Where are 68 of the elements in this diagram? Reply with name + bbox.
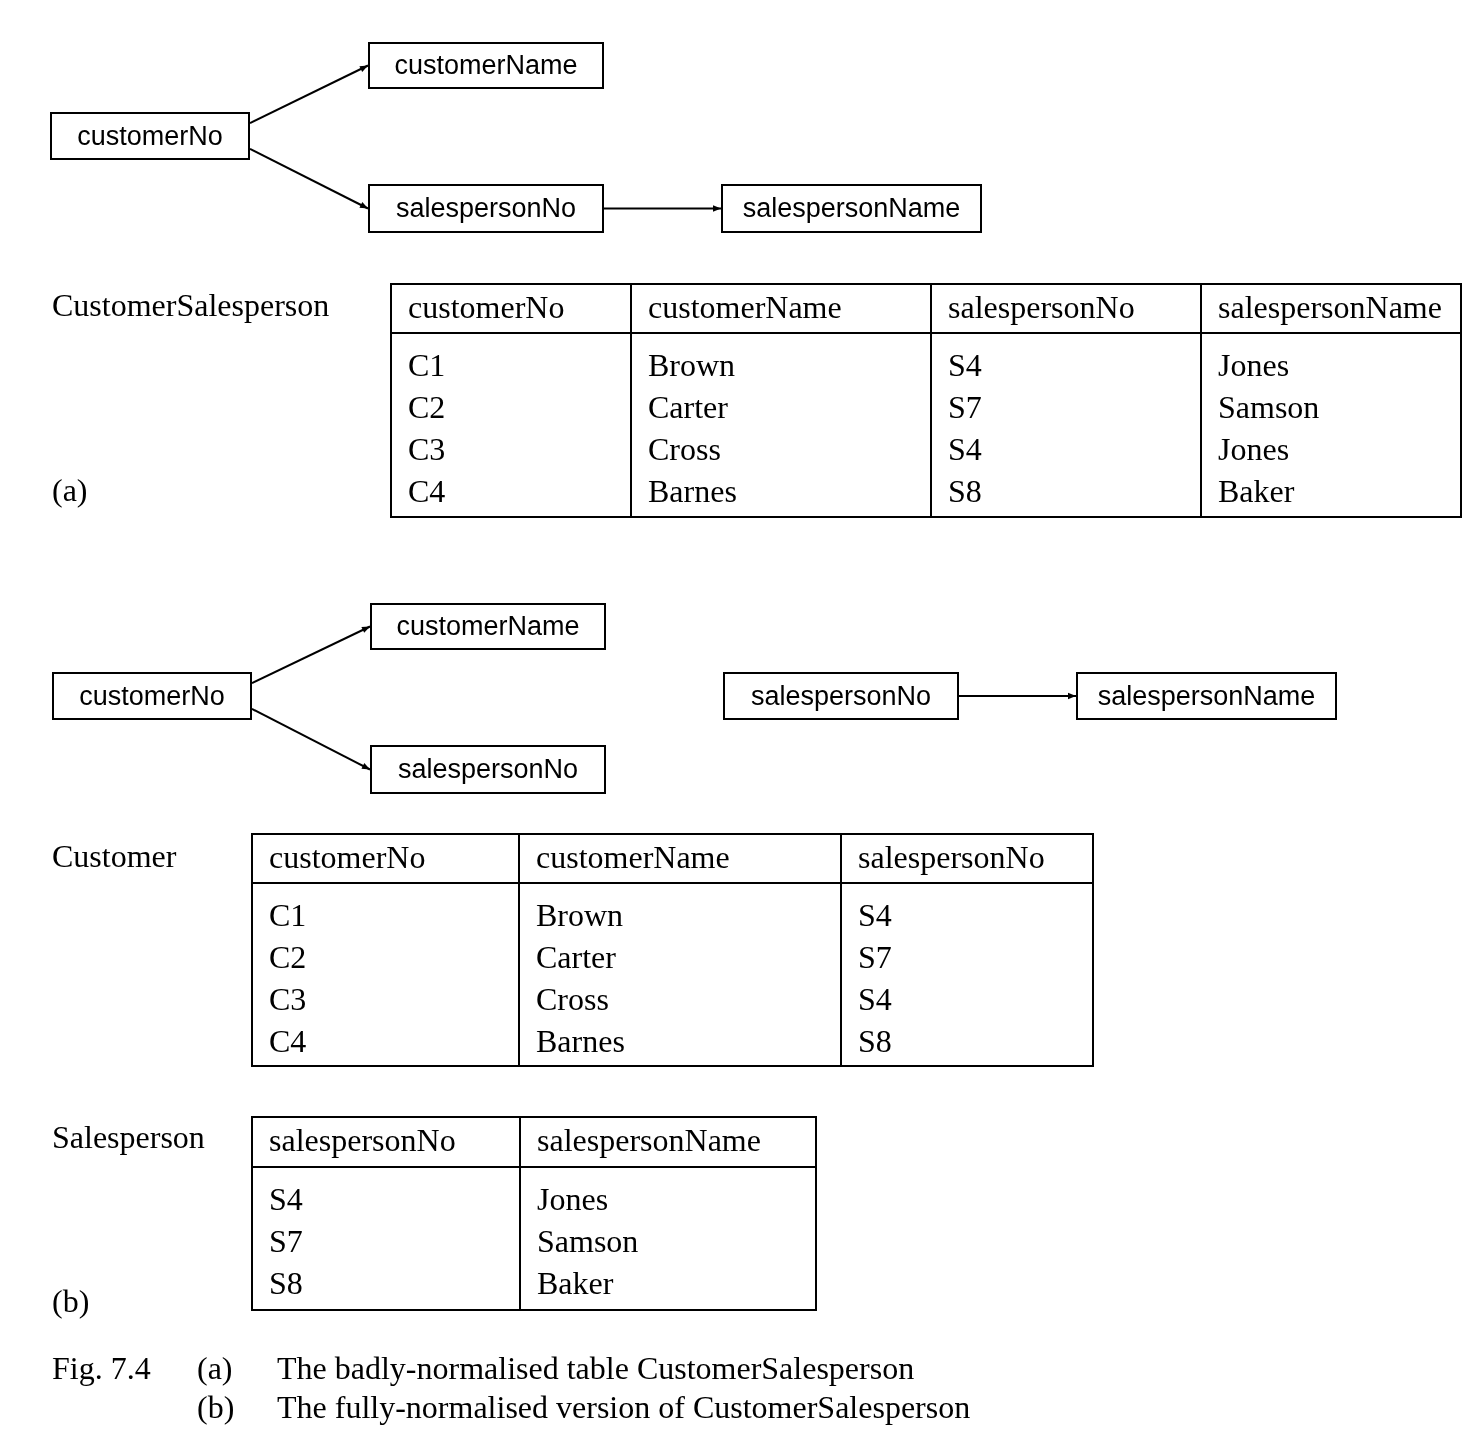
cell-text: Barnes xyxy=(648,472,737,511)
cell-text: Carter xyxy=(648,388,728,427)
cell-text: S4 xyxy=(948,346,982,385)
column-header: salespersonNo xyxy=(269,1121,456,1160)
arrow xyxy=(249,64,369,125)
table-name: CustomerSalesperson xyxy=(52,286,330,325)
caption-text: The badly-normalised table CustomerSalesperson xyxy=(277,1349,915,1388)
cell-text: S4 xyxy=(858,980,892,1019)
cell-text: Baker xyxy=(537,1264,614,1303)
cell-text: C2 xyxy=(408,388,446,427)
arrow xyxy=(251,625,371,685)
attribute-box: customerNo xyxy=(52,672,252,720)
part-label: (b) xyxy=(197,1388,235,1427)
arrow xyxy=(251,707,371,771)
table-name: Salesperson xyxy=(52,1118,205,1157)
attribute-box: salespersonNo xyxy=(723,672,959,720)
cell-text: C3 xyxy=(269,980,307,1019)
caption-text: The fully-normalised version of CustomerSalesperson xyxy=(277,1388,971,1427)
cell-text: S8 xyxy=(948,472,982,511)
column-header: salespersonNo xyxy=(948,288,1135,327)
column-header: salespersonName xyxy=(1218,288,1442,327)
attribute-box: customerName xyxy=(370,603,606,650)
cell-text: S4 xyxy=(948,430,982,469)
column-header: customerNo xyxy=(408,288,565,327)
part-label: (a) xyxy=(52,471,88,510)
cell-text: Brown xyxy=(648,346,736,385)
column-header: salespersonNo xyxy=(858,838,1045,877)
cell-text: Samson xyxy=(1218,388,1320,427)
arrow xyxy=(603,205,722,212)
cell-text: S4 xyxy=(858,896,892,935)
figure-number: Fig. 7.4 xyxy=(52,1349,151,1388)
cell-text: S4 xyxy=(269,1180,303,1219)
cell-text: Jones xyxy=(537,1180,609,1219)
column-header: customerNo xyxy=(269,838,426,877)
table-name: Customer xyxy=(52,837,177,876)
attribute-box: salespersonName xyxy=(721,184,982,233)
cell-text: Cross xyxy=(536,980,609,1019)
cell-text: C4 xyxy=(269,1022,307,1061)
attribute-box: salespersonNo xyxy=(370,745,606,794)
cell-text: S8 xyxy=(269,1264,303,1303)
cell-text: Samson xyxy=(537,1222,639,1261)
cell-text: S7 xyxy=(269,1222,303,1261)
cell-text: C3 xyxy=(408,430,446,469)
cell-text: Jones xyxy=(1218,346,1290,385)
cell-text: C4 xyxy=(408,472,446,511)
cell-text: C2 xyxy=(269,938,307,977)
cell-text: Carter xyxy=(536,938,616,977)
cell-text: C1 xyxy=(408,346,446,385)
arrow xyxy=(958,692,1077,700)
column-header: salespersonName xyxy=(537,1121,761,1160)
cell-text: Baker xyxy=(1218,472,1295,511)
cell-text: C1 xyxy=(269,896,307,935)
cell-text: S7 xyxy=(858,938,892,977)
column-header: customerName xyxy=(536,838,730,877)
attribute-box: salespersonNo xyxy=(368,184,604,233)
part-label: (b) xyxy=(52,1282,90,1321)
cell-text: Barnes xyxy=(536,1022,625,1061)
cell-text: Brown xyxy=(536,896,624,935)
arrow xyxy=(249,147,369,210)
attribute-box: salespersonName xyxy=(1076,672,1337,720)
attribute-box: customerName xyxy=(368,42,604,89)
column-header: customerName xyxy=(648,288,842,327)
cell-text: S7 xyxy=(948,388,982,427)
cell-text: Jones xyxy=(1218,430,1290,469)
part-label: (a) xyxy=(197,1349,233,1388)
cell-text: Cross xyxy=(648,430,721,469)
cell-text: S8 xyxy=(858,1022,892,1061)
attribute-box: customerNo xyxy=(50,112,250,160)
